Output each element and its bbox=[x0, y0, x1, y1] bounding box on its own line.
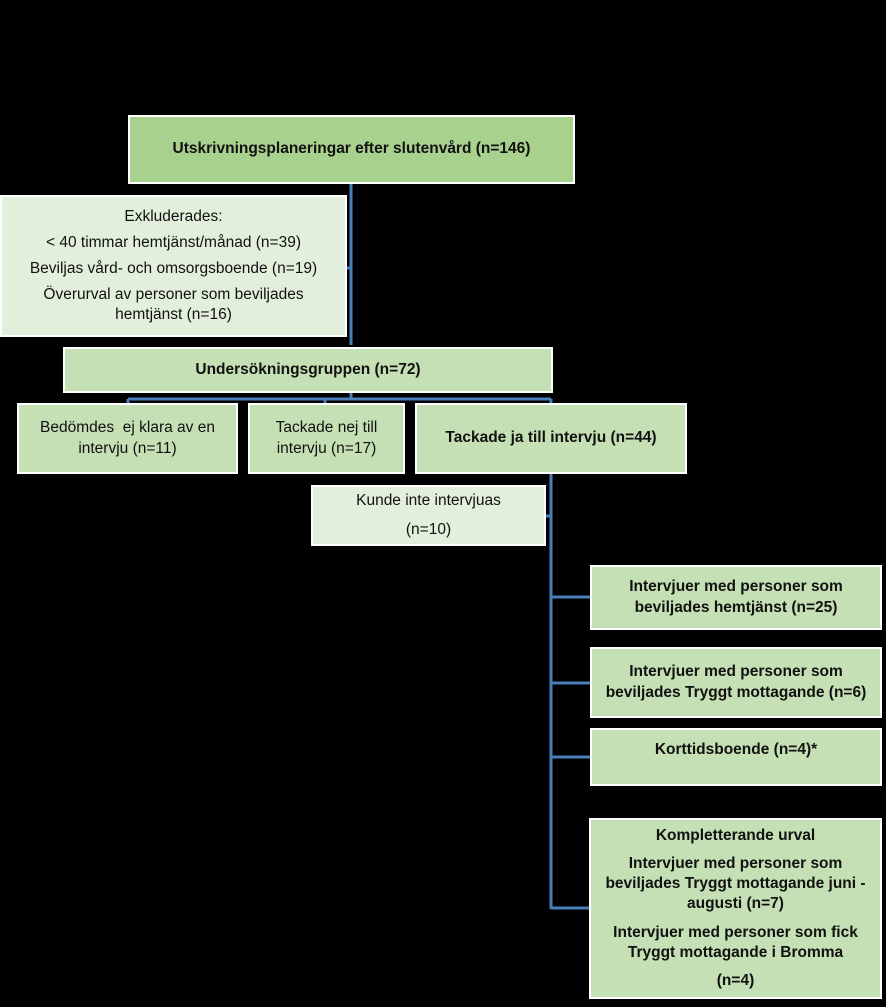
tryggt-label: Intervjuer med personer som beviljades T… bbox=[605, 663, 867, 701]
tryggt-box: Intervjuer med personer som beviljades T… bbox=[590, 647, 882, 718]
excluded-box: Exkluderades: < 40 timmar hemtjänst/måna… bbox=[0, 195, 347, 337]
declined-label: Tackade nej till intervju (n=17) bbox=[275, 419, 378, 457]
korttid-label: Korttidsboende (n=4)* bbox=[654, 740, 818, 758]
hemtjanst-label: Intervjuer med personer som beviljades h… bbox=[629, 578, 843, 616]
supplementary-item-2-count: (n=4) bbox=[716, 971, 755, 989]
excluded-title: Exkluderades: bbox=[124, 207, 223, 225]
not-interviewed-line1: Kunde inte intervjuas bbox=[356, 492, 501, 510]
excluded-item-2: Beviljas vård- och omsorgsboende (n=19) bbox=[29, 259, 318, 277]
supplementary-box: Kompletterande urval Intervjuer med pers… bbox=[589, 818, 882, 999]
not-interviewed-box: Kunde inte intervjuas (n=10) bbox=[311, 485, 546, 546]
accepted-box: Tackade ja till intervju (n=44) bbox=[415, 403, 687, 474]
korttid-box: Korttidsboende (n=4)* bbox=[590, 728, 882, 786]
study-group-box: Undersökningsgruppen (n=72) bbox=[63, 347, 553, 393]
declined-box: Tackade nej till intervju (n=17) bbox=[248, 403, 405, 474]
root-label: Utskrivningsplaneringar efter slutenvård… bbox=[172, 140, 531, 158]
not-able-label: Bedömdes ej klara av en intervju (n=11) bbox=[40, 419, 220, 457]
supplementary-item-1: Intervjuer med personer som beviljades T… bbox=[605, 855, 866, 913]
excluded-item-3: Överurval av personer som beviljades hem… bbox=[43, 286, 304, 324]
accepted-label: Tackade ja till intervju (n=44) bbox=[445, 429, 657, 447]
supplementary-item-2: Intervjuer med personer som fick Tryggt … bbox=[613, 923, 858, 961]
root-box: Utskrivningsplaneringar efter slutenvård… bbox=[128, 115, 575, 184]
excluded-item-1: < 40 timmar hemtjänst/månad (n=39) bbox=[45, 233, 301, 251]
hemtjanst-box: Intervjuer med personer som beviljades h… bbox=[590, 565, 882, 630]
study-group-label: Undersökningsgruppen (n=72) bbox=[195, 360, 421, 378]
not-interviewed-line2: (n=10) bbox=[405, 520, 452, 538]
supplementary-title: Kompletterande urval bbox=[655, 827, 816, 844]
not-able-box: Bedömdes ej klara av en intervju (n=11) bbox=[17, 403, 238, 474]
